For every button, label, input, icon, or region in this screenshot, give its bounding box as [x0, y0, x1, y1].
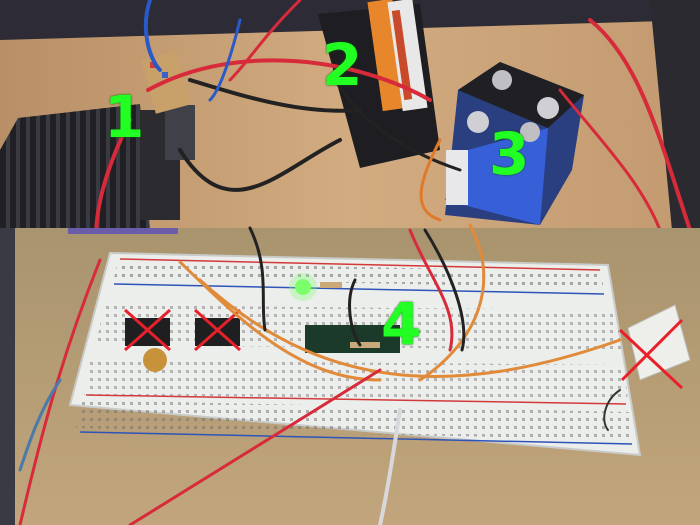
lower-wires	[18, 223, 622, 525]
nine-volt-battery	[445, 62, 584, 225]
background-right	[650, 0, 700, 230]
capacitor-box	[618, 304, 691, 390]
glitch-band	[68, 228, 178, 234]
breadboard	[68, 251, 642, 457]
left-strip	[0, 228, 15, 525]
